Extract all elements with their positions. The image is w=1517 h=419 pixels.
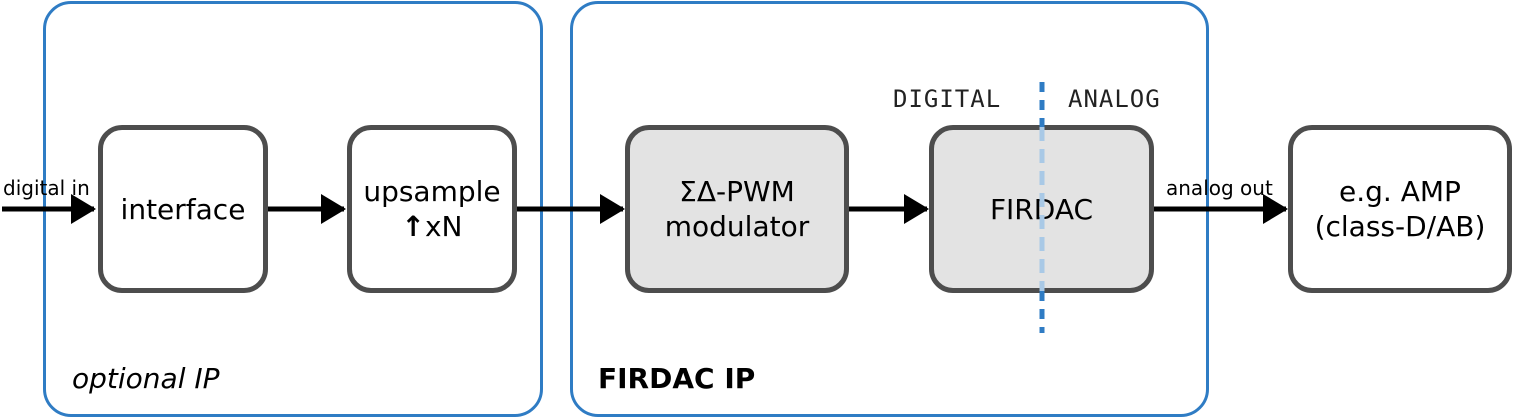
- upsample-factor: ↑xN: [363, 209, 500, 244]
- analog-domain-label: ANALOG: [1068, 85, 1161, 113]
- amp-label-line2: (class-D/AB): [1314, 210, 1486, 243]
- amp-text: e.g. AMP (class-D/AB): [1315, 174, 1486, 244]
- upsample-text: upsample ↑xN: [363, 174, 500, 244]
- interface-label: interface: [120, 192, 246, 226]
- modulator-label-line1: ΣΔ-PWM: [679, 175, 795, 208]
- digital-domain-label: DIGITAL: [893, 85, 1002, 113]
- analog-out-label: analog out: [1166, 176, 1273, 200]
- modulator-block: ΣΔ-PWM modulator: [625, 125, 849, 293]
- upsample-block: upsample ↑xN: [347, 125, 517, 293]
- modulator-label-line2: modulator: [664, 210, 810, 243]
- up-arrow-icon: ↑: [401, 210, 425, 243]
- amp-label-line1: e.g. AMP: [1339, 175, 1461, 208]
- firdac-ip-label: FIRDAC IP: [598, 362, 756, 395]
- upsample-factor-label: xN: [424, 210, 463, 243]
- optional-ip-label: optional IP: [72, 362, 220, 395]
- amp-block: e.g. AMP (class-D/AB): [1288, 125, 1512, 293]
- digital-in-label: digital in: [3, 176, 90, 200]
- modulator-text: ΣΔ-PWM modulator: [665, 174, 809, 244]
- upsample-label: upsample: [363, 175, 501, 208]
- interface-block: interface: [98, 125, 268, 293]
